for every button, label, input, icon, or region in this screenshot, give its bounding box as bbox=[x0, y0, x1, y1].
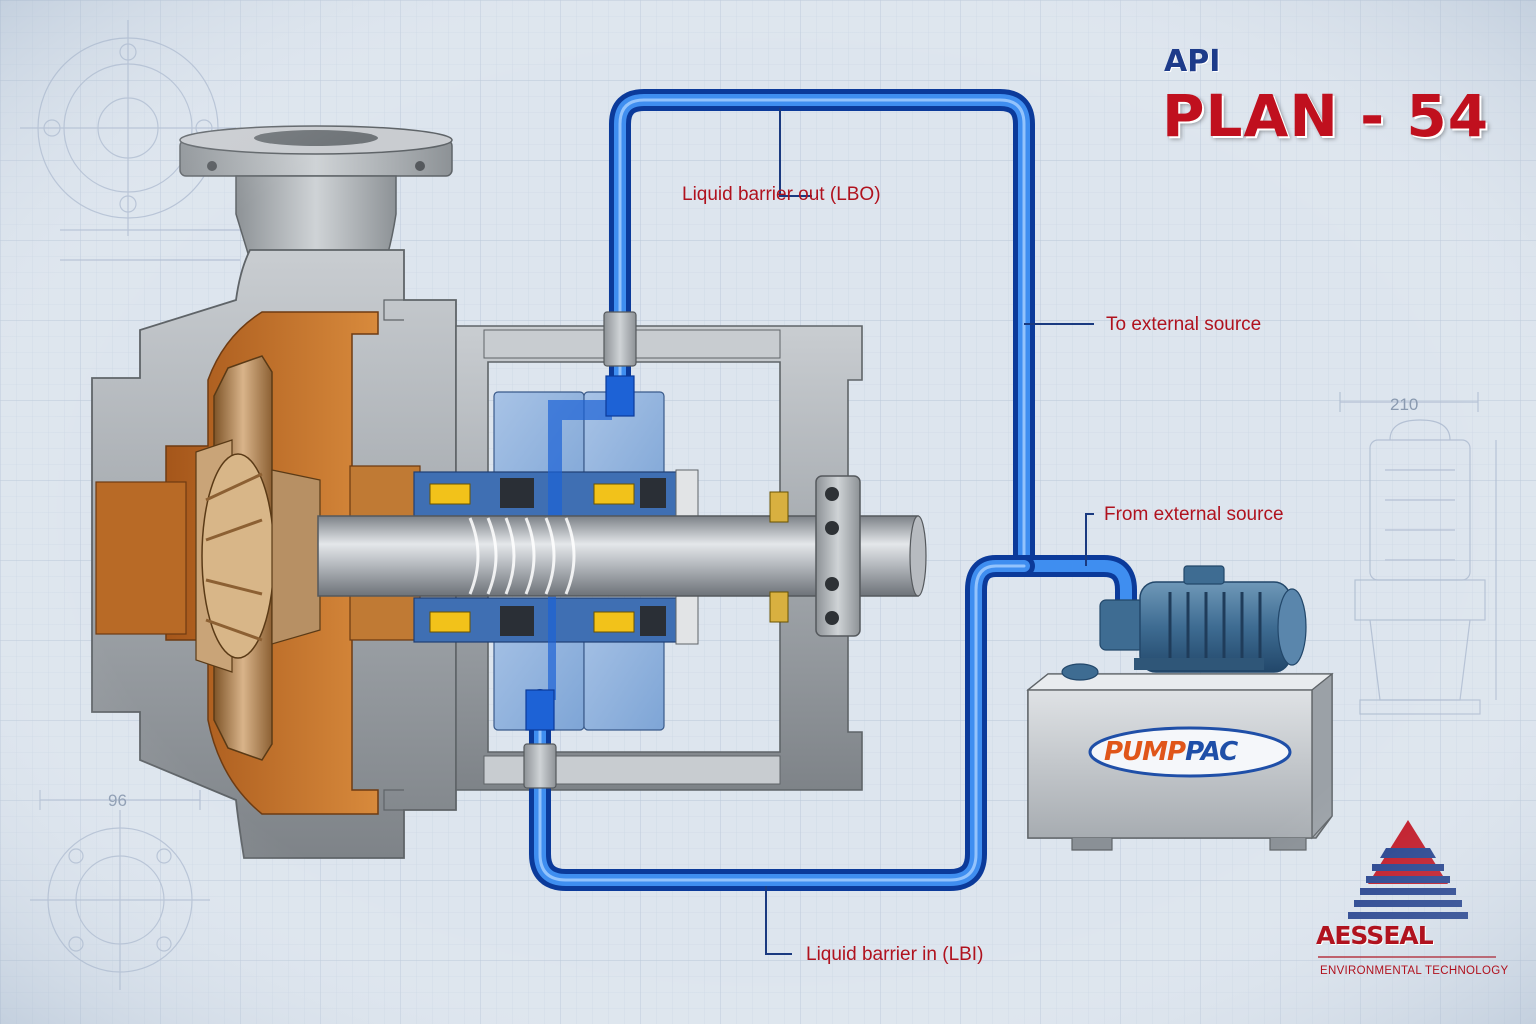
pumppac-wordmark: PUMPPAC bbox=[1104, 737, 1238, 767]
aesseal-tagline: ENVIRONMENTAL TECHNOLOGY bbox=[1320, 965, 1509, 977]
title-plan: PLAN - 54 bbox=[1162, 82, 1490, 150]
label-liquid-barrier-in: Liquid barrier in (LBI) bbox=[806, 944, 984, 965]
label-liquid-barrier-out: Liquid barrier out (LBO) bbox=[682, 184, 881, 205]
label-from-external-source: From external source bbox=[1104, 504, 1284, 525]
title-api: API bbox=[1164, 44, 1221, 79]
aesseal-wordmark: AESSEAL bbox=[1316, 921, 1434, 950]
pumppac-wordmark-part1: PUMP bbox=[1104, 737, 1186, 767]
pumppac-wordmark-part2: PAC bbox=[1185, 737, 1238, 767]
label-to-external-source: To external source bbox=[1106, 314, 1262, 335]
